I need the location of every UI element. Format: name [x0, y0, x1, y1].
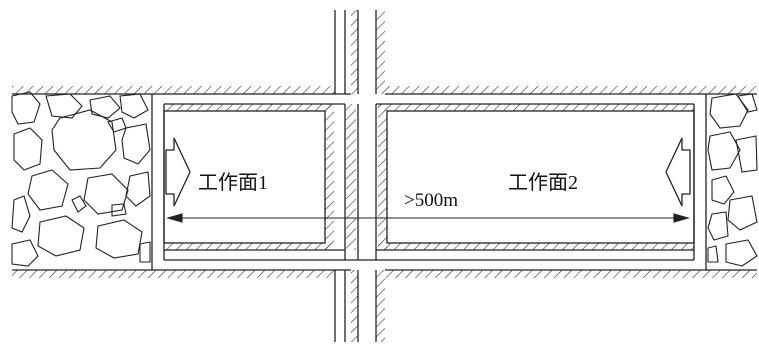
- distance-label: >500m: [404, 190, 458, 211]
- face-2-arrow-icon: [665, 137, 691, 207]
- hatched-walls: [12, 10, 757, 342]
- tunnel-outlines: [12, 10, 757, 342]
- face-1-arrow-icon: [165, 137, 191, 207]
- face-2-label: 工作面2: [508, 171, 578, 194]
- rock-mass-right: [707, 93, 758, 267]
- distance-dimension-line: [165, 213, 691, 223]
- face-1-label: 工作面1: [198, 171, 268, 194]
- rock-mass-left: [11, 91, 151, 267]
